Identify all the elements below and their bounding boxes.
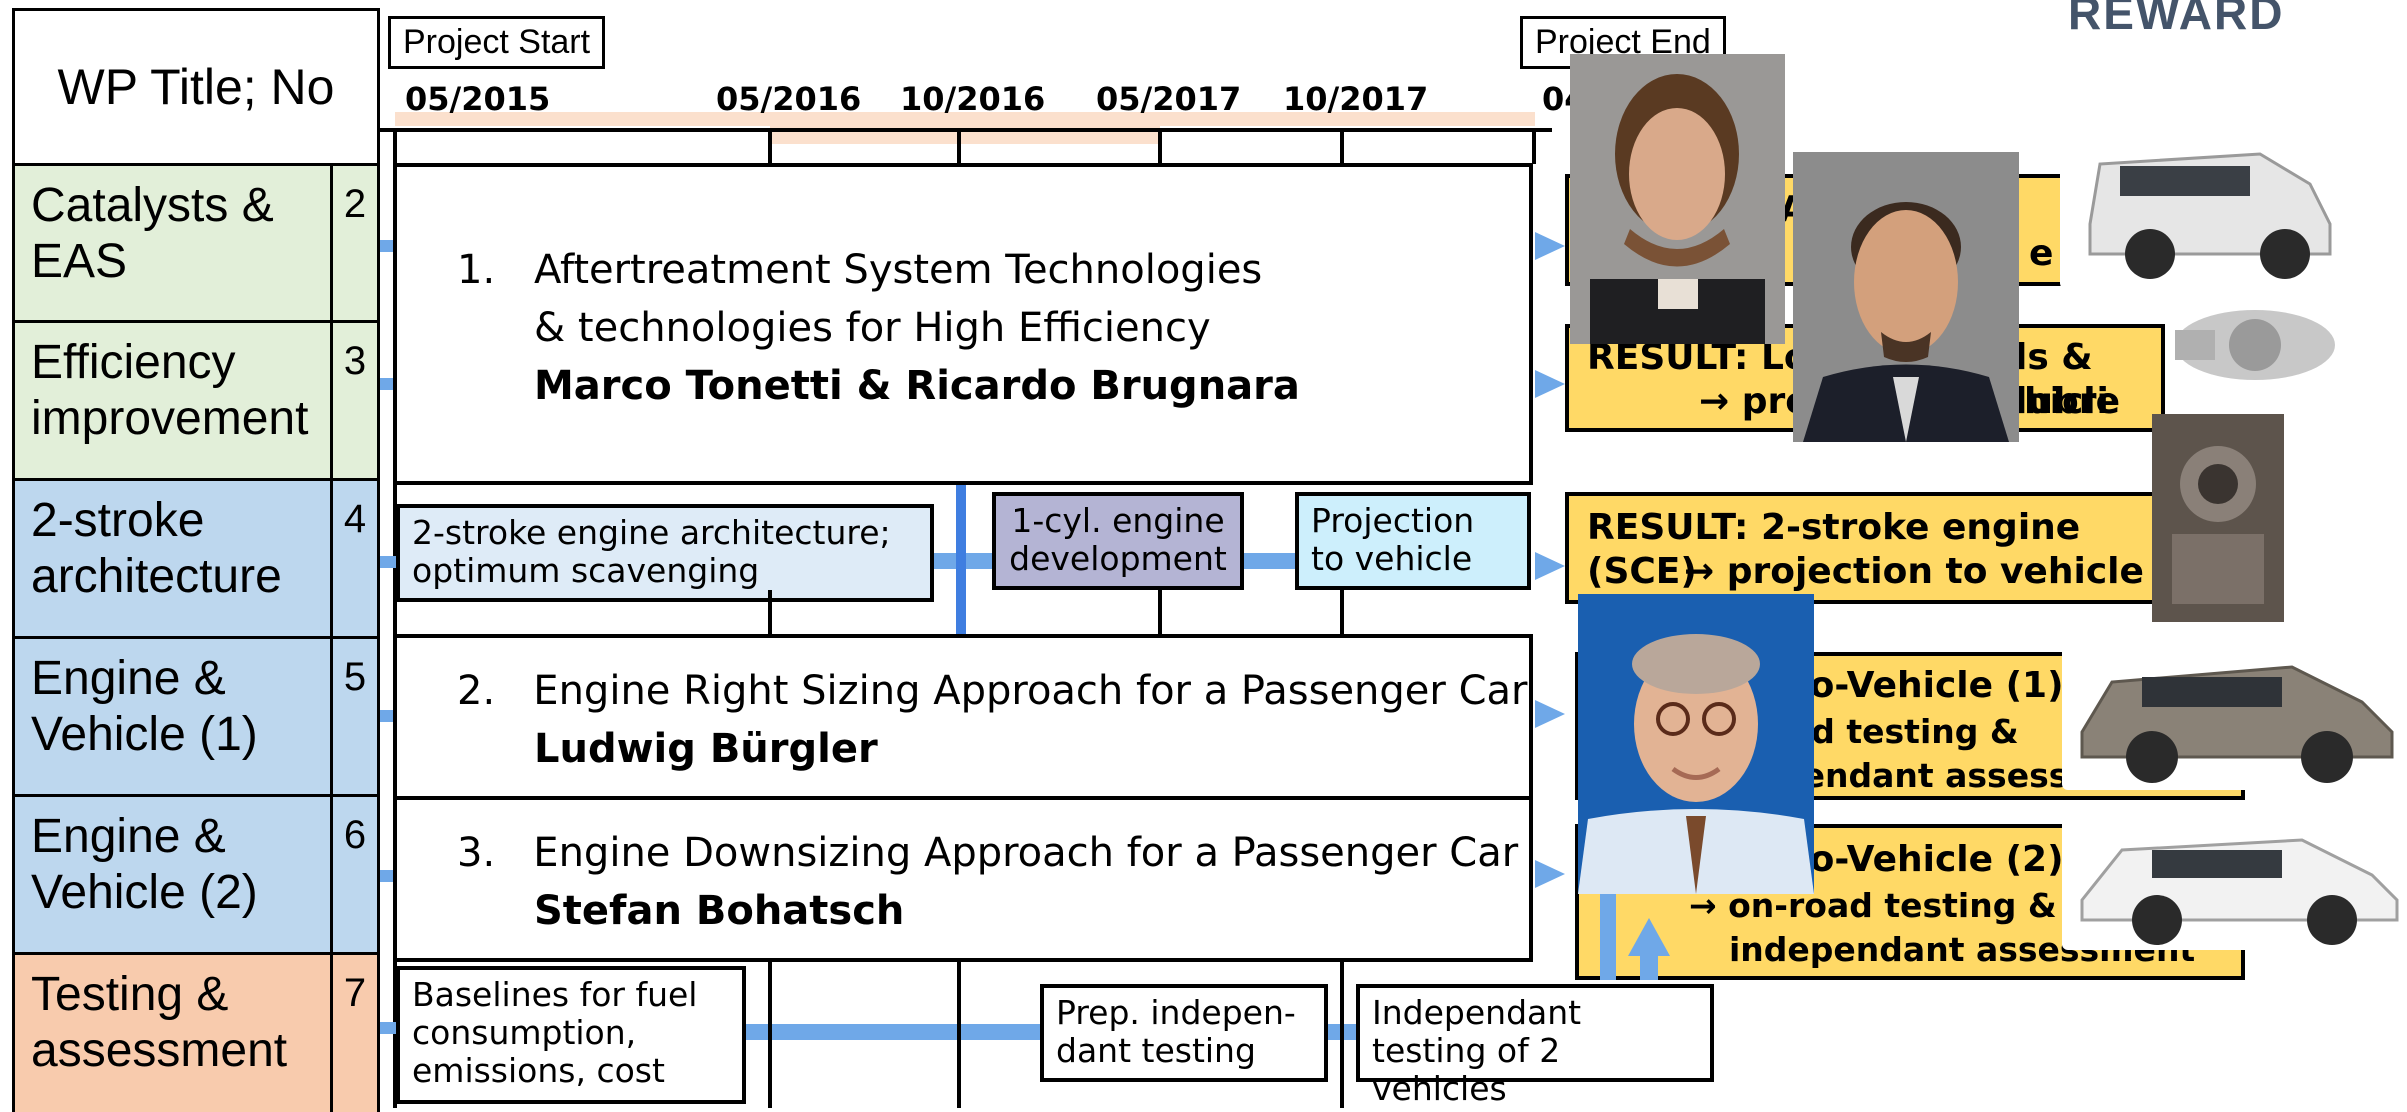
flow-line-vertical bbox=[956, 485, 966, 635]
wp-title: Engine & Vehicle (1) bbox=[15, 639, 333, 796]
timeline-left-border bbox=[393, 128, 397, 1108]
wp-number: 2 bbox=[343, 182, 367, 226]
portrait-photo bbox=[1578, 594, 1814, 894]
arrow-right-icon bbox=[1535, 232, 1565, 260]
timeline-tick bbox=[957, 960, 961, 1108]
wp-number: 4 bbox=[343, 497, 367, 541]
wp-title-header: WP Title; No bbox=[12, 8, 380, 163]
item3-names: Stefan Bohatsch bbox=[534, 888, 905, 934]
arrow-right-icon bbox=[1535, 860, 1565, 888]
item1-box: 1. Aftertreatment System Technologies & … bbox=[393, 163, 1533, 485]
arrow-up-icon bbox=[1600, 880, 1616, 980]
car-image-volvo bbox=[2062, 800, 2407, 950]
wp-row-catalysts: Catalysts & EAS 2 bbox=[12, 163, 380, 323]
result-2-line2-end: hicle bbox=[2024, 381, 2121, 422]
wp-row-efficiency: Efficiency improvement 3 bbox=[12, 320, 380, 480]
task-baselines: Baselines for fuel consumption, emission… bbox=[396, 966, 746, 1104]
wp-row-testing: Testing & assessment 7 bbox=[12, 952, 380, 1112]
portrait-photo bbox=[1570, 54, 1785, 344]
arrow-up-icon bbox=[1628, 918, 1670, 956]
arrow-up-icon bbox=[1640, 955, 1658, 980]
wp-title: Engine & Vehicle (2) bbox=[15, 797, 333, 954]
timeline-tick bbox=[1340, 590, 1344, 636]
result-1-line2: e bbox=[2029, 233, 2054, 274]
flow-line bbox=[380, 1022, 396, 1034]
wp-title: 2-stroke architecture bbox=[15, 481, 333, 638]
item2-names: Ludwig Bürgler bbox=[534, 726, 878, 772]
arrow-right-icon bbox=[1535, 700, 1565, 728]
result-4-line2: ad testing & bbox=[1789, 712, 2019, 751]
date-label: 05/2015 bbox=[405, 80, 551, 118]
reward-logo-text: REWARD bbox=[2068, 0, 2285, 39]
engine-image bbox=[2152, 414, 2284, 624]
timeline-tick bbox=[1340, 128, 1344, 164]
arrow-right-icon bbox=[1535, 552, 1565, 580]
wp-title: Testing & assessment bbox=[15, 955, 333, 1112]
arrow-right-icon bbox=[1535, 370, 1565, 398]
wp-number: 3 bbox=[343, 339, 367, 383]
timeline-tick bbox=[768, 128, 772, 164]
timeline-tick bbox=[768, 960, 772, 1108]
flow-line bbox=[380, 870, 396, 882]
wp-title: Catalysts & EAS bbox=[15, 166, 333, 323]
date-label: 10/2017 bbox=[1283, 80, 1429, 118]
item1-number: 1. bbox=[457, 247, 496, 293]
wp-row-engine-vehicle-2: Engine & Vehicle (2) 6 bbox=[12, 794, 380, 954]
timeline-axis bbox=[380, 128, 1552, 132]
project-start-label: Project Start bbox=[388, 16, 606, 69]
item3-box: 3. Engine Downsizing Approach for a Pass… bbox=[393, 796, 1533, 962]
task-2stroke-architecture: 2-stroke engine architecture; optimum sc… bbox=[396, 504, 934, 602]
timeline-tick bbox=[957, 128, 961, 164]
result-3-line1: RESULT: 2-stroke engine (SCE) bbox=[1587, 507, 2081, 592]
timeline-tick bbox=[1158, 128, 1162, 164]
wp-row-2stroke: 2-stroke architecture 4 bbox=[12, 478, 380, 638]
task-1cyl-engine: 1-cyl. engine development bbox=[992, 492, 1244, 590]
timeline-bar bbox=[395, 112, 1535, 126]
item1-names: Marco Tonetti & Ricardo Brugnara bbox=[534, 363, 1300, 409]
task-projection: Projection to vehicle bbox=[1295, 492, 1531, 590]
wp-number: 7 bbox=[343, 971, 367, 1015]
date-label: 05/2016 bbox=[716, 80, 862, 118]
task-independant-testing: Independant testing of 2 vehicles bbox=[1356, 984, 1714, 1108]
result-box-3: RESULT: 2-stroke engine (SCE) → projecti… bbox=[1565, 492, 2165, 604]
item3-title: 3. Engine Downsizing Approach for a Pass… bbox=[457, 830, 1519, 876]
engine-part-image bbox=[2165, 290, 2340, 400]
result-4-line1: no-Vehicle (1) bbox=[1784, 665, 2064, 706]
flow-line bbox=[380, 710, 396, 722]
wp-title: Efficiency improvement bbox=[15, 323, 333, 480]
result-3-line2: → projection to vehicle bbox=[1684, 551, 2144, 592]
car-image-jeep bbox=[2060, 104, 2350, 289]
timeline-tick bbox=[1340, 960, 1344, 1108]
item1-line1: Aftertreatment System Technologies bbox=[534, 247, 1263, 293]
result-2-line2: → pro bbox=[1699, 381, 1810, 422]
wp-row-engine-vehicle-1: Engine & Vehicle (1) 5 bbox=[12, 636, 380, 796]
task-prep-testing: Prep. indepen- dant testing bbox=[1040, 984, 1328, 1082]
date-label: 05/2017 bbox=[1096, 80, 1242, 118]
timeline-tick bbox=[768, 590, 772, 636]
wp-number: 6 bbox=[343, 813, 367, 857]
portrait-photo bbox=[1793, 152, 2019, 442]
car-image-renault bbox=[2062, 622, 2407, 790]
flow-line bbox=[380, 556, 396, 568]
wp-number: 5 bbox=[343, 655, 367, 699]
item1-line2: & technologies for High Efficiency bbox=[534, 305, 1211, 351]
timeline-tick bbox=[1158, 590, 1162, 636]
result-2-line1-end: ls & lubri bbox=[2015, 337, 2109, 422]
timeline-tick bbox=[1532, 128, 1536, 164]
result-5-line1: no-Vehicle (2) bbox=[1784, 839, 2064, 880]
item2-title: 2. Engine Right Sizing Approach for a Pa… bbox=[457, 668, 1528, 714]
flow-line bbox=[380, 240, 396, 252]
item2-box: 2. Engine Right Sizing Approach for a Pa… bbox=[393, 634, 1533, 800]
flow-line bbox=[380, 378, 396, 390]
date-label: 10/2016 bbox=[900, 80, 1046, 118]
